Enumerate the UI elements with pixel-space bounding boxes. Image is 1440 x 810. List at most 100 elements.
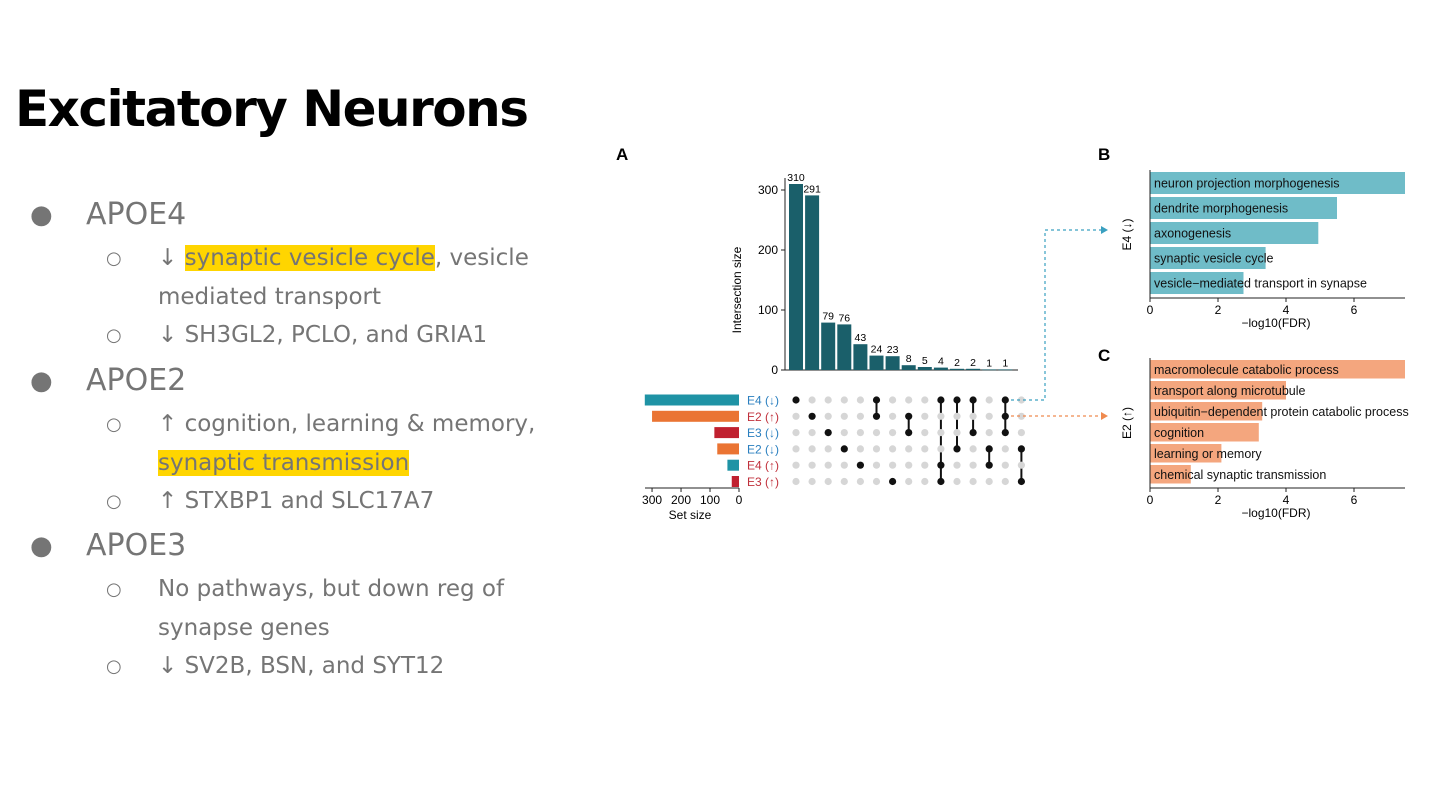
matrix-dot-empty (792, 477, 800, 486)
matrix-dot-filled (889, 477, 897, 486)
matrix-dot-empty (808, 429, 816, 437)
matrix-dot-empty (1001, 461, 1009, 469)
sub-bullet-icon: ○ (106, 491, 122, 512)
sub-bullet-apoe2-genes: ↑ STXBP1 and SLC17A7 (158, 488, 435, 514)
connector-arrow-b (1011, 229, 1106, 401)
matrix-dot-filled (856, 461, 864, 469)
matrix-dot-filled (1001, 412, 1009, 420)
intersection-bar (998, 369, 1013, 371)
term-label: dendrite morphogenesis (1154, 202, 1288, 216)
matrix-dot-filled (969, 429, 977, 437)
matrix-dot-empty (937, 445, 945, 453)
enrichment-bar (1150, 222, 1319, 244)
x-tick-label: 2 (1215, 493, 1222, 507)
matrix-dot-empty (905, 396, 913, 404)
matrix-dot-empty (937, 429, 945, 437)
matrix-dot-empty (921, 477, 929, 486)
matrix-dot-empty (889, 412, 897, 420)
arrowhead-icon (1101, 412, 1108, 420)
sub-bullet-apoe3-pathways: No pathways, but down reg of (158, 576, 505, 602)
matrix-dot-empty (953, 412, 961, 420)
matrix-dot-empty (792, 445, 800, 453)
sub-bullet-apoe2-pathways: ↑ cognition, learning & memory, (158, 411, 536, 437)
matrix-dot-empty (921, 429, 929, 437)
matrix-dot-empty (889, 429, 897, 437)
matrix-dot-empty (969, 412, 977, 420)
panel-b-chart: neuron projection morphogenesisdendrite … (1120, 170, 1405, 330)
term-label: axonogenesis (1154, 227, 1231, 241)
sub-bullet-apoe4-genes: ↓ SH3GL2, PCLO, and GRIA1 (158, 322, 488, 348)
bar-value-label: 2 (970, 357, 976, 369)
matrix-dot-filled (1001, 429, 1009, 437)
intersection-bar (917, 367, 932, 370)
matrix-dot-empty (824, 477, 832, 486)
x-axis-title: −log10(FDR) (1241, 316, 1310, 330)
matrix-dot-empty (840, 412, 848, 420)
intersection-bar (853, 344, 868, 370)
matrix-dot-empty (921, 412, 929, 420)
matrix-dot-empty (1017, 412, 1025, 420)
set-size-bar (644, 394, 739, 406)
matrix-dot-empty (889, 445, 897, 453)
matrix-dot-empty (1001, 445, 1009, 453)
y-axis-title: Intersection size (730, 246, 744, 333)
matrix-dot-filled (872, 396, 881, 404)
enrichment-bar (1150, 360, 1405, 379)
bar-value-label: 4 (938, 356, 944, 368)
set-size-bar (727, 459, 739, 471)
term-label: synaptic vesicle cycle (1154, 252, 1274, 266)
sub-bullet-apoe4-pathways: ↓ synaptic vesicle cycle, vesicle (158, 245, 529, 271)
sub-bullet-continuation: synaptic transmission (158, 450, 410, 476)
matrix-dot-empty (985, 477, 993, 486)
matrix-dot-filled (905, 429, 913, 437)
matrix-dot-empty (824, 412, 832, 420)
intersection-bar (821, 322, 836, 370)
bar-value-label: 24 (871, 344, 883, 356)
matrix-dot-empty (953, 461, 961, 469)
sub-bullet-continuation: synapse genes (158, 615, 330, 641)
term-label: learning or memory (1154, 447, 1262, 461)
bar-value-label: 43 (855, 332, 867, 344)
matrix-dot-empty (872, 477, 881, 486)
bar-value-label: 8 (906, 353, 912, 365)
y-axis-title: E4 (↓) (1120, 218, 1134, 250)
panel-letter-c: C (1098, 346, 1110, 365)
matrix-dot-empty (856, 396, 864, 404)
arrowhead-icon (1101, 226, 1108, 234)
enrichment-bar (1150, 444, 1222, 463)
intersection-bar (869, 355, 884, 370)
matrix-dot-empty (808, 461, 816, 469)
matrix-dot-empty (985, 429, 993, 437)
sub-bullet-apoe3-genes: ↓ SV2B, BSN, and SYT12 (158, 653, 445, 679)
matrix-dot-empty (824, 396, 832, 404)
set-size-tick-label: 0 (736, 493, 743, 507)
matrix-dot-filled (1001, 396, 1009, 404)
bar-value-label: 79 (822, 311, 834, 323)
enrichment-bar (1150, 381, 1286, 400)
matrix-dot-empty (921, 445, 929, 453)
intersection-bar (966, 368, 981, 370)
matrix-dot-empty (808, 445, 816, 453)
term-label: macromolecule catabolic process (1154, 363, 1339, 377)
set-label: E2 (↑) (747, 410, 779, 424)
sub-bullet-icon: ○ (106, 656, 122, 677)
bar-value-label: 1 (986, 357, 992, 369)
bar-value-label: 291 (803, 183, 821, 195)
matrix-dot-empty (969, 461, 977, 469)
set-size-bar (652, 410, 739, 422)
matrix-dot-filled (824, 429, 832, 437)
matrix-dot-empty (921, 461, 929, 469)
bar-value-label: 23 (887, 344, 899, 356)
set-size-tick-label: 200 (671, 493, 691, 507)
matrix-dot-empty (792, 461, 800, 469)
set-label: E2 (↓) (747, 442, 779, 456)
term-label: chemical synaptic transmission (1154, 468, 1326, 482)
set-label: E4 (↑) (747, 459, 779, 473)
slide-title: Excitatory Neurons (15, 80, 529, 138)
x-tick-label: 2 (1215, 303, 1222, 317)
set-size-tick-label: 100 (700, 493, 720, 507)
x-tick-label: 6 (1351, 303, 1358, 317)
sub-bullet-text: ↓ (158, 245, 185, 271)
